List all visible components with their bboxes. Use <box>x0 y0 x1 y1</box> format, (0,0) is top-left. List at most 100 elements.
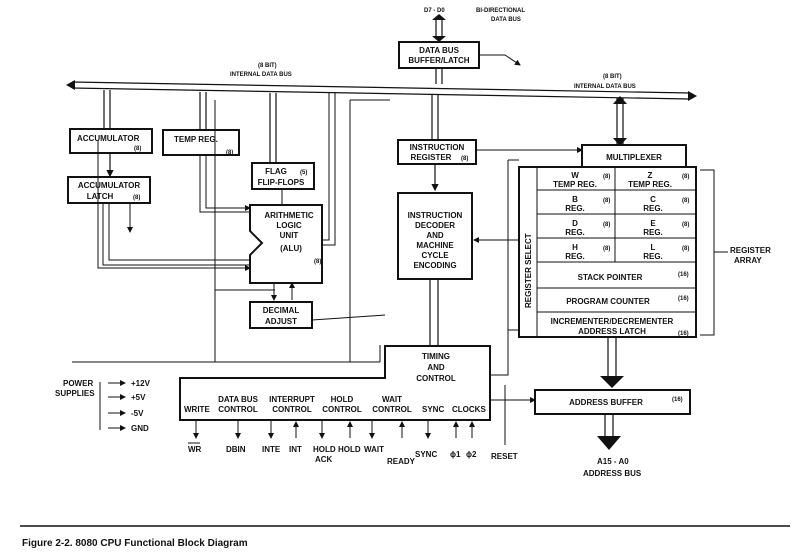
reg-b-name: B <box>572 195 578 204</box>
reg-size-c: (8) <box>682 198 689 204</box>
reg-c-name: C <box>650 195 656 204</box>
reg-z-desc: TEMP REG. <box>628 180 672 189</box>
flag-size: (5) <box>300 170 307 176</box>
temp-reg-label: TEMP REG. <box>174 135 218 144</box>
ir-line-1: INSTRUCTION <box>410 143 465 152</box>
reg-b-desc: REG. <box>565 204 585 213</box>
decoder-line-1: INSTRUCTION <box>408 211 463 220</box>
reg-c-desc: REG. <box>643 204 663 213</box>
reg-l-name: L <box>651 243 656 252</box>
bus-left-label-2: INTERNAL DATA BUS <box>230 72 292 78</box>
alu-line-2: LOGIC <box>276 221 302 230</box>
acc-latch-size: (8) <box>133 195 140 201</box>
pin-hold: HOLD <box>338 445 361 454</box>
reg-d-name: D <box>572 219 578 228</box>
data-bus-control-line-1: DATA BUS <box>218 395 259 404</box>
pin-sync: SYNC <box>415 450 437 459</box>
hold-control-line-1: HOLD <box>331 395 354 404</box>
alu-line-3: UNIT <box>280 231 299 240</box>
address-buffer-size: (16) <box>672 397 683 403</box>
write-label: WRITE <box>184 405 210 414</box>
instruction-decoder-block: INSTRUCTION DECODER AND MACHINE CYCLE EN… <box>397 192 473 280</box>
bus-left-label-1: (8 BIT) <box>258 63 277 69</box>
address-buffer-block: ADDRESS BUFFER (16) <box>534 389 691 415</box>
reg-e-desc: REG. <box>643 228 663 237</box>
register-select-label: REGISTER SELECT <box>524 233 533 308</box>
timing-line-3: CONTROL <box>416 374 456 383</box>
flag-line-2: FLIP-FLOPS <box>258 178 305 187</box>
wait-control-line-2: CONTROL <box>372 405 412 414</box>
pin-reset: RESET <box>491 452 518 461</box>
decoder-line-4: MACHINE <box>416 241 454 250</box>
bidir-label-1: BI-DIRECTIONAL <box>476 8 525 14</box>
accumulator-size: (8) <box>134 146 141 152</box>
external-data-bus-arrow <box>432 14 446 42</box>
ir-line-2: REGISTER <box>411 153 452 162</box>
address-bus-label: ADDRESS BUS <box>583 469 642 478</box>
reg-h-name: H <box>572 243 578 252</box>
bidir-label-2: DATA BUS <box>491 17 521 23</box>
decoder-line-6: ENCODING <box>413 261 456 270</box>
flag-flip-flops-block: FLAG FLIP-FLOPS (5) <box>251 162 315 190</box>
accumulator-block: ACCUMULATOR (8) <box>69 128 153 154</box>
pin-hold-ack-2: ACK <box>315 455 333 464</box>
ir-size: (8) <box>461 156 468 162</box>
address-buffer-label: ADDRESS BUFFER <box>569 398 643 407</box>
program-counter-label: PROGRAM COUNTER <box>566 297 650 306</box>
pin-ready: READY <box>387 457 416 466</box>
pin-inte: INTE <box>262 445 281 454</box>
clocks-group-label: CLOCKS <box>452 405 486 414</box>
reg-size-e: (8) <box>682 222 689 228</box>
stack-pointer-label: STACK POINTER <box>578 273 643 282</box>
pin-wr: WR <box>188 445 202 454</box>
reg-size-w: (8) <box>603 174 610 180</box>
reg-e-name: E <box>650 219 656 228</box>
pin-dbin: DBIN <box>226 445 246 454</box>
bus-right-label-1: (8 BIT) <box>603 74 622 80</box>
timing-control-block: TIMING AND CONTROL WRITE DATA BUS CONTRO… <box>179 345 491 421</box>
pin-int: INT <box>289 445 302 454</box>
multiplexer-label: MULTIPLEXER <box>606 153 662 162</box>
reg-size-z: (8) <box>682 174 689 180</box>
alu-size: (8) <box>314 259 321 265</box>
internal-data-bus <box>66 80 697 101</box>
alu-block: ARITHMETIC LOGIC UNIT (ALU) (8) <box>249 204 323 284</box>
stack-pointer-size: (16) <box>678 272 689 278</box>
decimal-line-1: DECIMAL <box>263 306 300 315</box>
pin-phi1: ϕ1 <box>450 450 461 459</box>
reg-z-name: Z <box>648 171 653 180</box>
data-pins-label: D7 - D0 <box>424 8 445 14</box>
program-counter-size: (16) <box>678 296 689 302</box>
acc-latch-line-2: LATCH <box>87 192 114 201</box>
pin-wait: WAIT <box>364 445 384 454</box>
reg-h-desc: REG. <box>565 252 585 261</box>
data-bus-buffer-latch: DATA BUS BUFFER/LATCH <box>398 41 480 69</box>
temp-reg-block: TEMP REG. (8) <box>162 129 240 156</box>
incrementer-line-2: ADDRESS LATCH <box>578 327 646 336</box>
rail-plus5: +5V <box>131 393 146 402</box>
rail-minus5: -5V <box>131 409 144 418</box>
reg-d-desc: REG. <box>565 228 585 237</box>
accumulator-label: ACCUMULATOR <box>77 134 140 143</box>
register-array: REGISTER SELECT W TEMP REG. Z TEMP REG. … <box>518 166 697 338</box>
buffer-line-2: BUFFER/LATCH <box>408 56 469 65</box>
decimal-line-2: ADJUST <box>265 317 297 326</box>
register-array-label-1: REGISTER <box>730 246 771 255</box>
incrementer-size: (16) <box>678 331 689 337</box>
accumulator-latch-block: ACCUMULATOR LATCH (8) <box>67 176 151 204</box>
instruction-register-block: INSTRUCTION REGISTER (8) <box>397 139 477 165</box>
reg-size-h: (8) <box>603 246 610 252</box>
sync-group-label: SYNC <box>422 405 444 414</box>
power-label-1: POWER <box>63 379 93 388</box>
flag-line-1: FLAG <box>265 167 287 176</box>
hold-control-line-2: CONTROL <box>322 405 362 414</box>
multiplexer-block: MULTIPLEXER <box>581 144 687 168</box>
decoder-line-3: AND <box>426 231 444 240</box>
reg-l-desc: REG. <box>643 252 663 261</box>
power-label-2: SUPPLIES <box>55 389 95 398</box>
rail-gnd: GND <box>131 424 149 433</box>
interrupt-control-line-1: INTERRUPT <box>269 395 315 404</box>
reg-size-b: (8) <box>603 198 610 204</box>
interrupt-control-line-2: CONTROL <box>272 405 312 414</box>
